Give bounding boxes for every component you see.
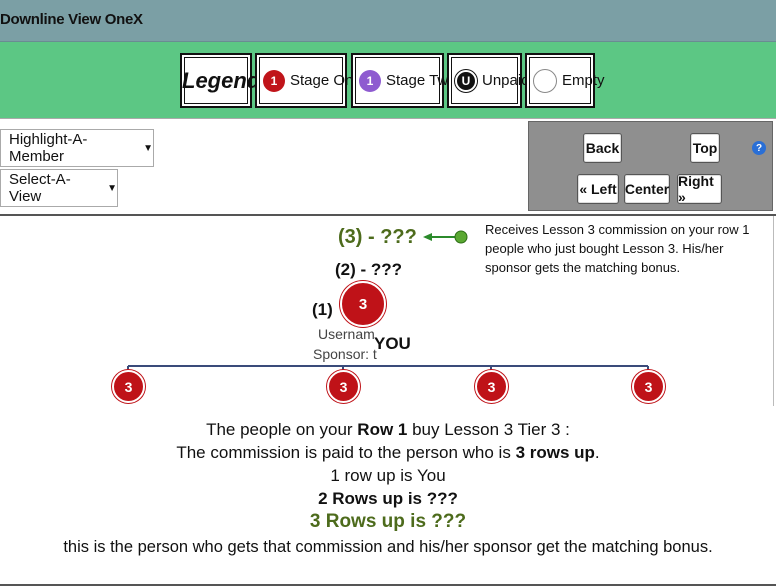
text-line-6: this is the person who gets that commiss… (63, 538, 713, 556)
chevron-down-icon: ▼ (107, 182, 117, 194)
select-view-select[interactable]: Select-A-View ▼ (0, 169, 118, 207)
legend-unpaid: U Unpaid (447, 53, 530, 108)
title-bar (0, 0, 776, 42)
help-icon[interactable]: ? (752, 141, 766, 155)
legend-stage-two-label: Stage Two (386, 72, 457, 89)
row3-label: (3) - ??? (338, 226, 417, 248)
unpaid-icon: U (455, 69, 477, 92)
row2-label: (2) - ??? (335, 260, 403, 279)
chevron-down-icon: ▼ (143, 142, 153, 154)
child-node[interactable]: 3 (327, 370, 360, 403)
text-line-2-post: . (594, 443, 600, 462)
legend-stage-one-label: Stage One (290, 72, 362, 89)
text-line-2: The commission is paid to the person who… (0, 443, 776, 463)
legend-title-box: Legend (180, 53, 260, 108)
child-node[interactable]: 3 (632, 370, 665, 403)
text-line-4: 2 Rows up is ??? (318, 489, 458, 508)
legend-empty: Empty (525, 53, 605, 108)
divider (0, 584, 776, 586)
center-button[interactable]: Center (624, 174, 670, 204)
text-line-1-bold: Row 1 (357, 420, 408, 439)
commission-explanation: Receives Lesson 3 commission on your row… (485, 222, 750, 275)
row1-label: (1) (312, 300, 333, 319)
stage-one-icon: 1 (263, 69, 285, 92)
legend-title: Legend (182, 67, 261, 93)
arrow-dot (454, 230, 468, 244)
arrow-head (423, 233, 432, 241)
empty-icon (533, 68, 557, 93)
highlight-member-select[interactable]: Highlight-A-Member ▼ (0, 129, 154, 167)
text-line-1: The people on your Row 1 buy Lesson 3 Ti… (0, 420, 776, 440)
divider (0, 118, 776, 119)
text-line-1-post: buy Lesson 3 Tier 3 : (407, 420, 570, 439)
legend-empty-label: Empty (562, 72, 605, 89)
text-line-3: 1 row up is You (330, 466, 446, 485)
legend-stage-one: 1 Stage One (255, 53, 362, 108)
stage-two-icon: 1 (359, 69, 381, 92)
scroll-edge (773, 216, 774, 406)
top-button[interactable]: Top (690, 133, 720, 163)
left-button[interactable]: « Left (577, 174, 619, 204)
text-line-1-pre: The people on your (206, 420, 358, 439)
legend-stage-two: 1 Stage Two (351, 53, 457, 108)
you-node[interactable]: 3 (340, 281, 386, 327)
back-button[interactable]: Back (583, 133, 622, 163)
window-title: Downline View OneX (0, 11, 143, 28)
you-label: YOU (374, 334, 411, 353)
text-line-5: 3 Rows up is ??? (309, 511, 467, 532)
sponsor-text: Sponsor: t (313, 346, 377, 362)
legend-unpaid-label: Unpaid (482, 72, 530, 89)
text-line-2-bold: 3 rows up (515, 443, 595, 462)
text-line-2-pre: The commission is paid to the person who… (176, 443, 516, 462)
child-node[interactable]: 3 (112, 370, 145, 403)
username-text: Usernam (318, 326, 375, 342)
right-button[interactable]: Right » (677, 173, 722, 205)
divider (0, 214, 776, 216)
highlight-member-value: Highlight-A-Member (9, 131, 88, 165)
select-view-value: Select-A-View (9, 171, 71, 205)
child-node[interactable]: 3 (475, 370, 508, 403)
